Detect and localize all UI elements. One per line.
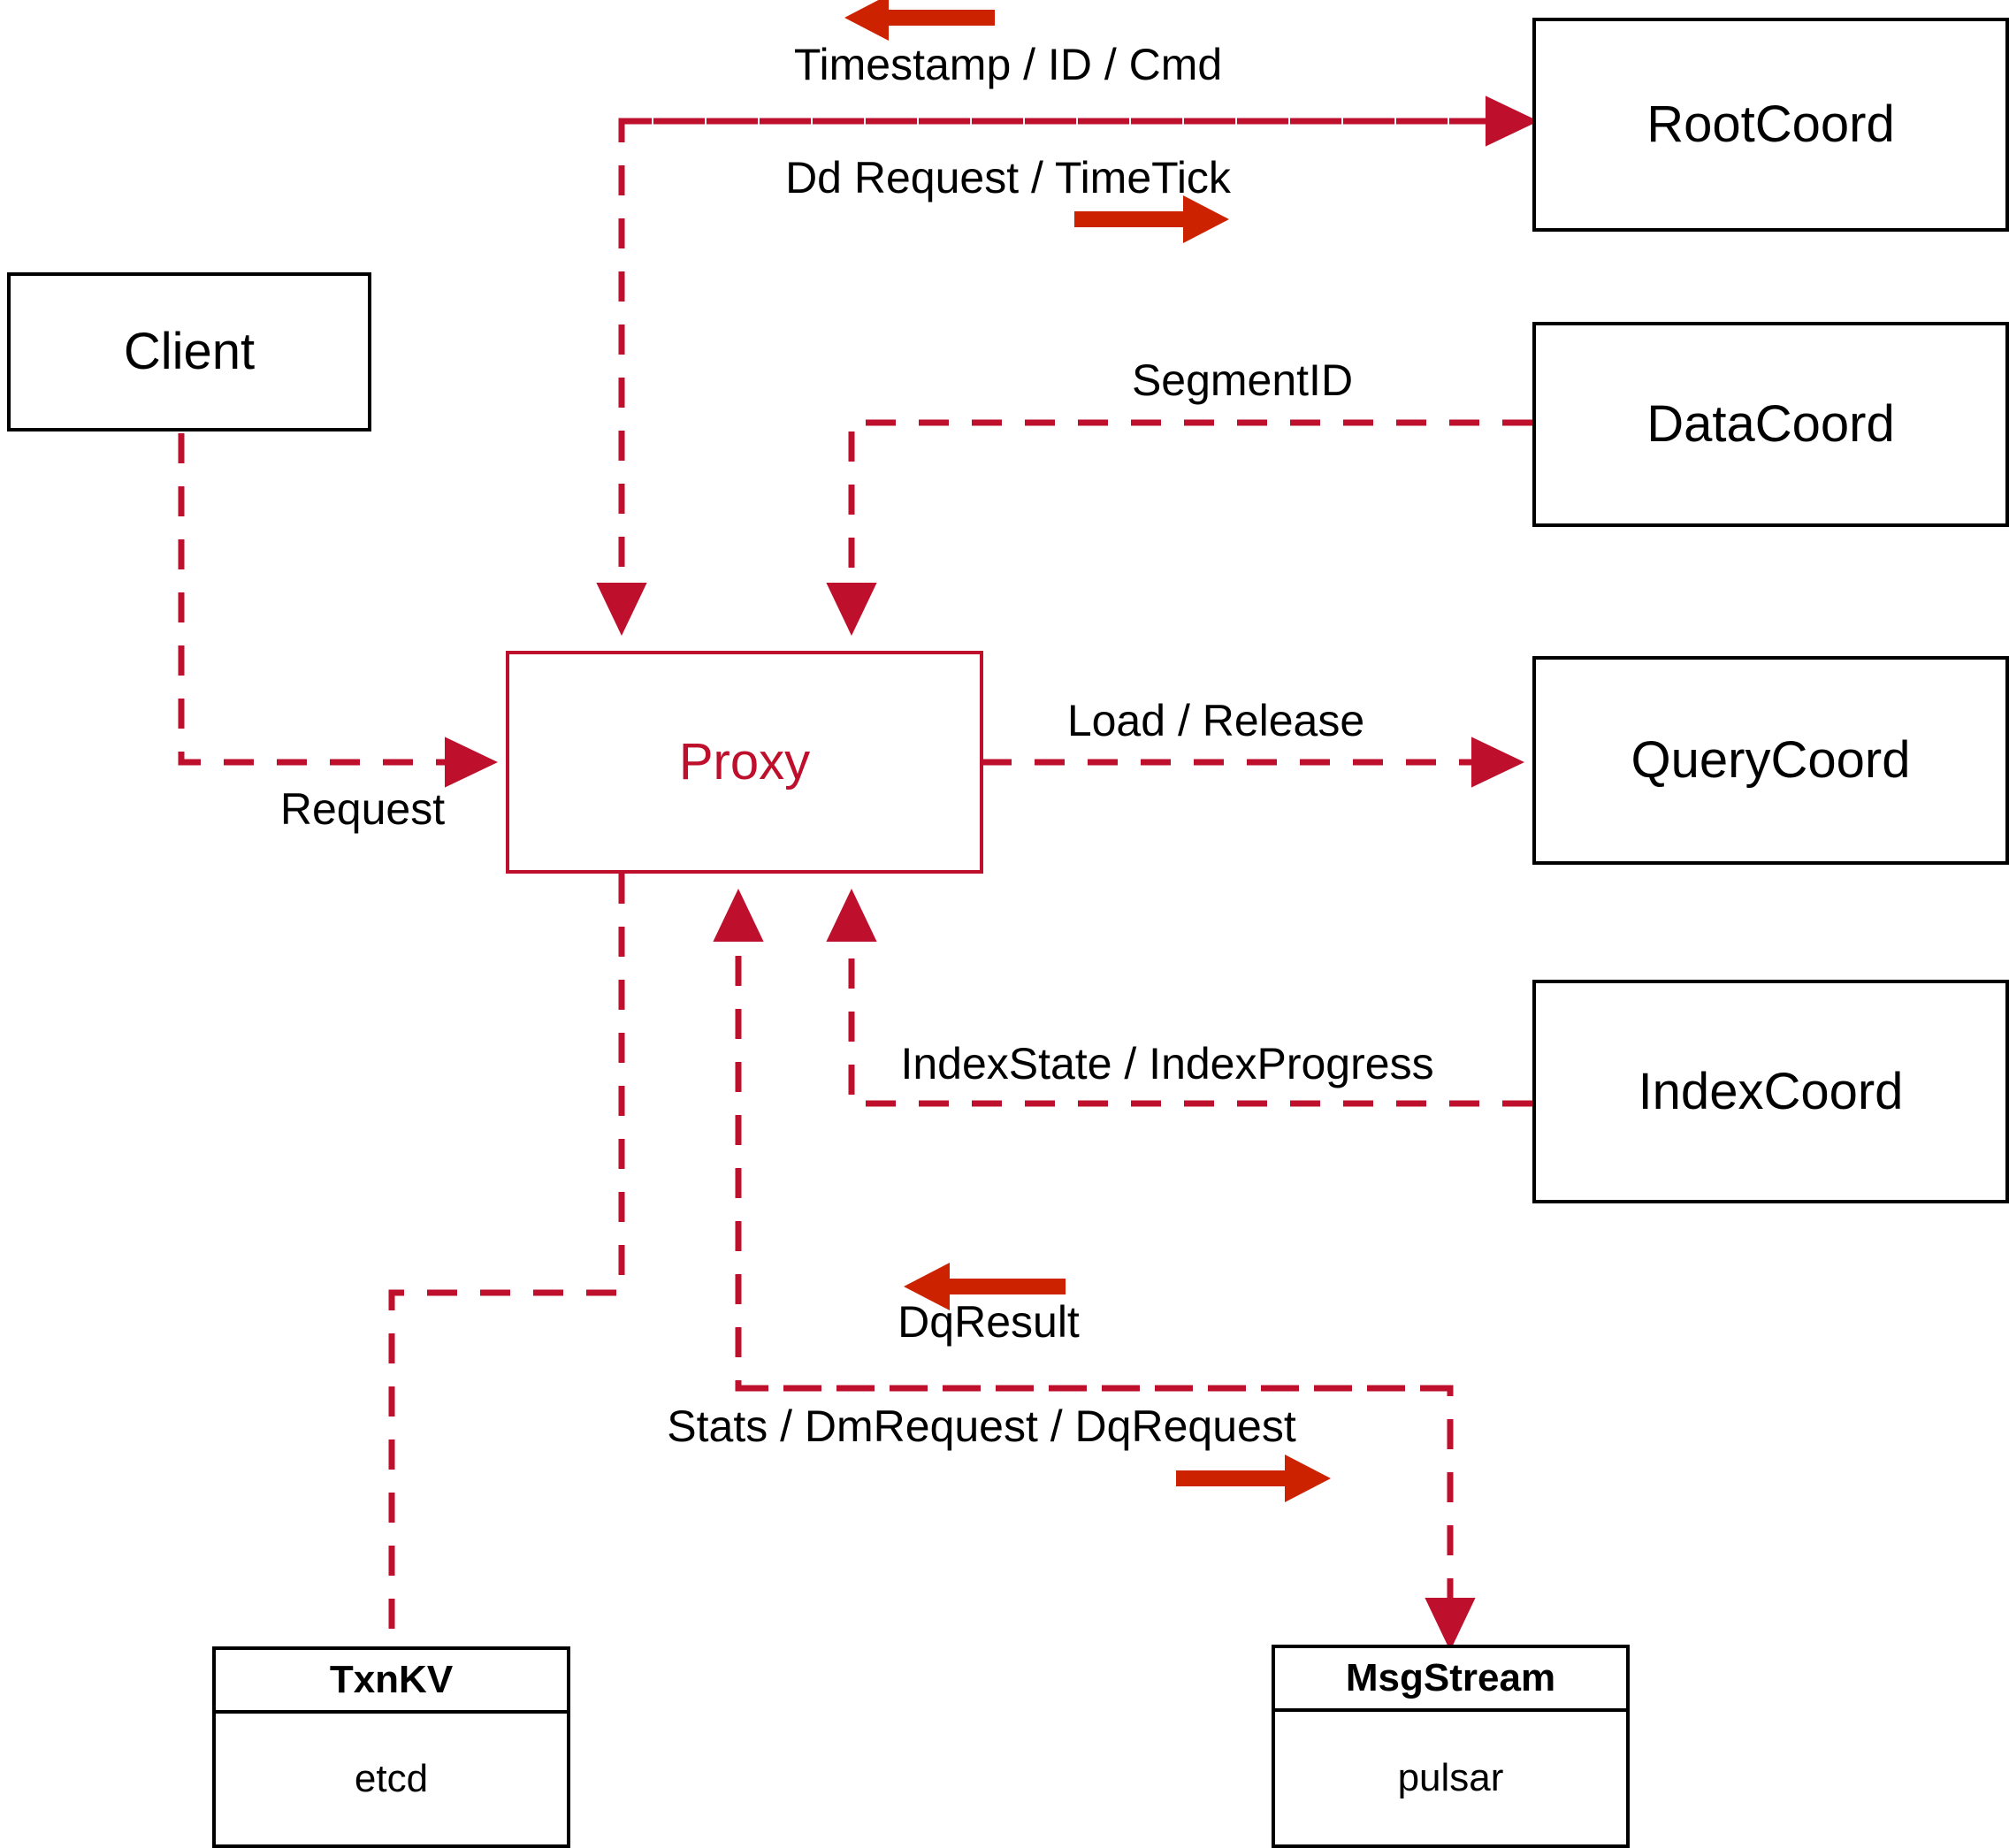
node-querycoord-label: QueryCoord [1631, 731, 1911, 789]
edge-label-stats-dmrequest-dqrequest: Stats / DmRequest / DqRequest [667, 1401, 1296, 1451]
node-txnkv-title: TxnKV [216, 1650, 567, 1714]
node-indexcoord-label: IndexCoord [1638, 1062, 1904, 1120]
node-msgstream[interactable]: MsgStream pulsar [1272, 1645, 1630, 1848]
node-datacoord-label: DataCoord [1646, 395, 1895, 453]
node-rootcoord[interactable]: RootCoord [1532, 18, 2009, 232]
edge-label-timestamp-id-cmd: Timestamp / ID / Cmd [793, 40, 1223, 89]
edge-proxy-to-msgstream [738, 1385, 1476, 1652]
node-datacoord[interactable]: DataCoord [1532, 322, 2009, 527]
node-msgstream-impl: pulsar [1397, 1756, 1504, 1799]
node-proxy-label: Proxy [678, 733, 811, 790]
node-txnkv-impl: etcd [354, 1757, 429, 1800]
node-proxy[interactable]: Proxy [506, 651, 983, 874]
direction-arrow-dqresult [904, 1263, 1066, 1310]
edge-label-segmentid: SegmentID [1131, 355, 1354, 405]
edge-indexcoord-to-proxy [826, 888, 1532, 1107]
edge-label-dqresult: DqResult [898, 1297, 1080, 1347]
edge-label-indexstate-indexprogress: IndexState / IndexProgress [900, 1039, 1434, 1088]
node-indexcoord[interactable]: IndexCoord [1532, 980, 2009, 1203]
edge-client-to-proxy [178, 433, 499, 788]
direction-arrow-ddrequest [1074, 195, 1229, 243]
edge-msgstream-to-proxy [713, 888, 1450, 1392]
node-msgstream-title: MsgStream [1275, 1648, 1626, 1712]
edge-label-request: Request [279, 784, 446, 834]
direction-arrow-timestamp [844, 0, 995, 41]
node-rootcoord-label: RootCoord [1646, 95, 1895, 153]
node-txnkv[interactable]: TxnKV etcd [212, 1646, 570, 1848]
node-client-label: Client [123, 323, 256, 380]
edge-label-dd-request-timetick: Dd Request / TimeTick [785, 153, 1231, 202]
node-client[interactable]: Client [7, 272, 371, 431]
edge-proxy-to-txnkv [388, 874, 625, 1678]
edge-label-load-release: Load / Release [1066, 696, 1365, 745]
node-querycoord[interactable]: QueryCoord [1532, 656, 2009, 865]
edge-datacoord-to-proxy [826, 419, 1532, 637]
direction-arrow-dqrequest [1176, 1455, 1331, 1502]
